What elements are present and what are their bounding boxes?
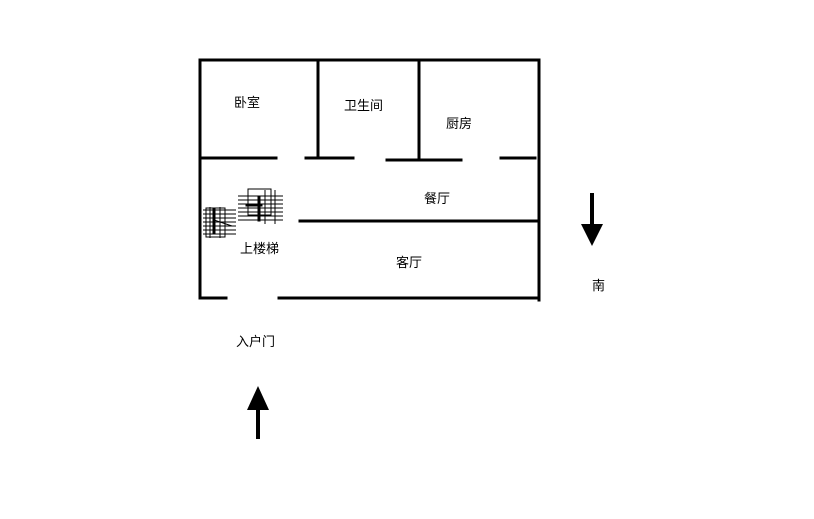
stair-treads-right — [238, 190, 283, 224]
interior-walls — [198, 58, 541, 223]
room-label-dining: 餐厅 — [424, 191, 450, 207]
compass-label: 南 — [592, 278, 605, 294]
room-label-bedroom: 卧室 — [234, 95, 260, 111]
entrance-arrow-icon — [247, 386, 269, 439]
outer-walls — [198, 58, 541, 302]
entrance-label: 入户门 — [236, 334, 275, 350]
room-label-kitchen: 厨房 — [446, 116, 472, 132]
stair-treads-left — [203, 207, 236, 238]
room-label-living: 客厅 — [396, 255, 422, 271]
staircase-icon — [203, 188, 283, 238]
south-arrow-icon — [581, 193, 603, 246]
room-label-bathroom: 卫生间 — [344, 99, 383, 114]
stairs-label: 上楼梯 — [240, 242, 279, 257]
